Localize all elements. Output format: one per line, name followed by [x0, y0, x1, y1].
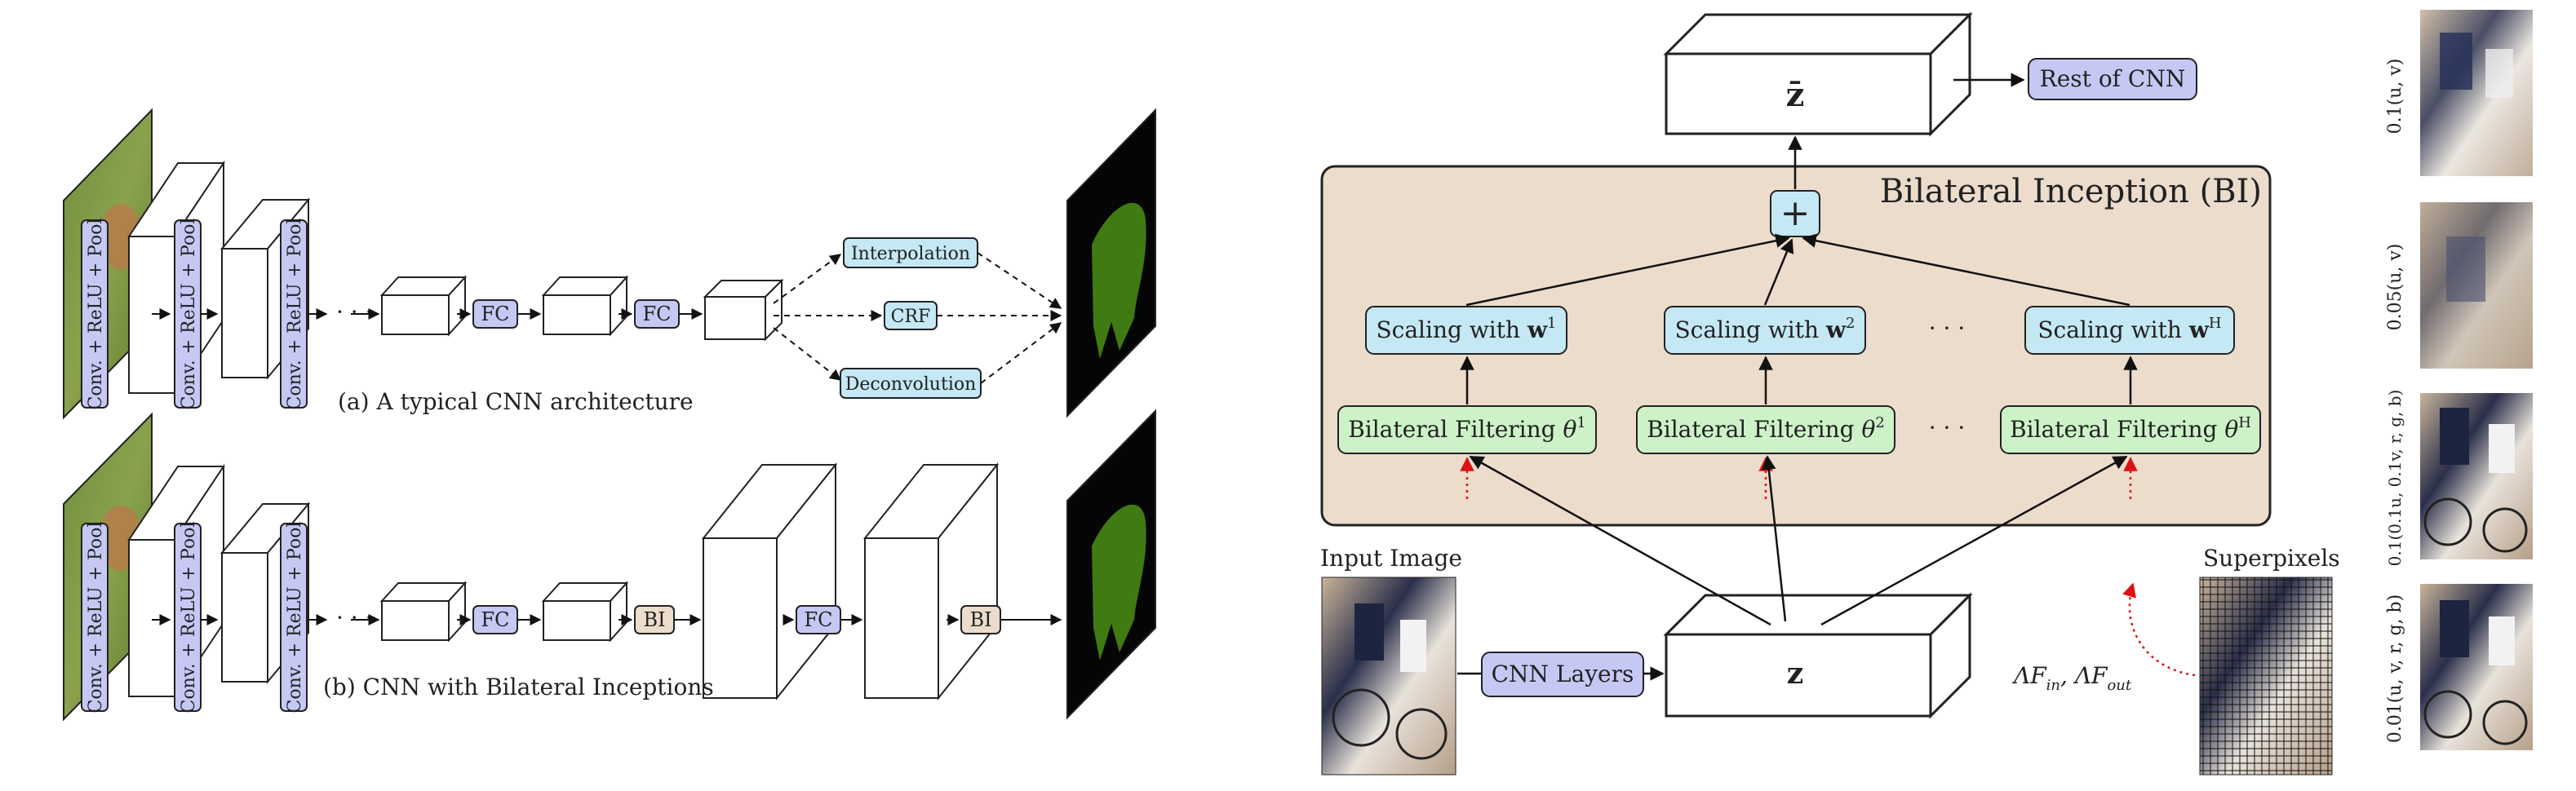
bi-block-b1	[701, 462, 838, 700]
panel-a: Conv. + ReLU + Pool Conv. + ReLU + Pool …	[63, 108, 1156, 420]
ellipsis-b: · · ·	[336, 604, 373, 631]
filter-box-1: Bilateral Filtering θ1	[1337, 405, 1597, 454]
input-image-cyclists	[1321, 577, 1456, 776]
z-label: z	[1787, 656, 1803, 691]
fc-label-a1: FC	[472, 299, 518, 329]
filter-box-h: Bilateral Filtering θH	[2000, 405, 2261, 454]
head-deconvolution: Deconvolution	[840, 368, 982, 399]
input-image-label: Input Image	[1320, 545, 1462, 572]
zbar-label: z̄	[1786, 76, 1805, 114]
panel-bilateral-inception: Bilateral Inception (BI) z̄ Rest of CNN …	[1320, 11, 2340, 776]
superpixels-label: Superpixels	[2203, 545, 2340, 572]
ellipsis-a: · · ·	[336, 298, 373, 325]
svg-text:FC: FC	[481, 303, 509, 325]
svg-text:Scaling with w2: Scaling with w2	[1675, 315, 1856, 343]
svg-text:CRF: CRF	[891, 307, 931, 327]
svg-text:Interpolation: Interpolation	[851, 244, 970, 264]
fc-label-a2: FC	[634, 299, 680, 329]
fc-cube-a2	[541, 275, 629, 337]
feature-label-1: 0.1(u, v)	[2385, 59, 2405, 135]
svg-text:+: +	[1780, 192, 1811, 234]
svg-text:BI: BI	[969, 608, 991, 631]
fc-cube-b2	[541, 581, 629, 643]
bi-block-b2	[862, 462, 1000, 700]
svg-text:Scaling with w1: Scaling with w1	[1377, 315, 1557, 343]
fc-label-b2: FC	[796, 605, 841, 634]
conv-label-b1: Conv. + ReLU + Pool	[81, 522, 109, 714]
svg-text:Deconvolution: Deconvolution	[845, 374, 977, 395]
caption-b: (b) CNN with Bilateral Inceptions	[323, 674, 714, 700]
conv-label-b3: Conv. + ReLU + Pool	[280, 522, 308, 714]
output-segmentation-b	[1066, 409, 1156, 720]
superpixels-image	[2199, 577, 2333, 776]
feature-image-1	[2420, 10, 2533, 176]
conv-label-a1: Conv. + ReLU + Pool	[81, 219, 109, 410]
panel-feature-spaces: 0.1(u, v) 0.05(u, v) 0.1(0.1u, 0.1v, r, …	[2385, 10, 2533, 750]
svg-text:Scaling with wH: Scaling with wH	[2037, 315, 2221, 343]
svg-text:Conv. + ReLU + Pool: Conv. + ReLU + Pool	[86, 219, 106, 410]
scaling-box-1: Scaling with w1	[1365, 306, 1567, 355]
svg-text:Conv. + ReLU + Pool: Conv. + ReLU + Pool	[285, 522, 305, 714]
fc-cube-a3	[703, 278, 784, 342]
svg-text:Conv. + ReLU + Pool: Conv. + ReLU + Pool	[179, 522, 199, 714]
filter-box-2: Bilateral Filtering θ2	[1636, 405, 1895, 454]
panel-b: Conv. + ReLU + Pool Conv. + ReLU + Pool …	[63, 409, 1156, 722]
feature-label-2: 0.05(u, v)	[2385, 244, 2405, 331]
caption-a: (a) A typical CNN architecture	[338, 388, 694, 415]
lambda-label: ΛFin, ΛFout	[2011, 662, 2132, 694]
sum-node: +	[1770, 190, 1820, 237]
head-crf: CRF	[884, 301, 938, 330]
fc-label-b1: FC	[472, 605, 518, 634]
feature-label-3: 0.1(0.1u, 0.1v, r, g, b)	[2385, 390, 2405, 567]
svg-text:Bilateral Filtering θ1: Bilateral Filtering θ1	[1348, 414, 1586, 443]
zbar-cube: z̄	[1663, 11, 1973, 137]
z-cube: z	[1663, 592, 1973, 719]
svg-text:BI: BI	[643, 608, 665, 631]
feature-image-3	[2420, 393, 2533, 559]
output-segmentation-a	[1066, 108, 1156, 418]
rest-of-cnn-box: Rest of CNN	[2028, 58, 2197, 100]
svg-text:Conv. + ReLU + Pool: Conv. + ReLU + Pool	[179, 219, 199, 410]
bi-label-b2: BI	[960, 605, 1001, 634]
svg-text:Bilateral Filtering θ2: Bilateral Filtering θ2	[1647, 414, 1885, 443]
bi-label-b1: BI	[634, 605, 675, 634]
ellipsis-scaling: · · ·	[1929, 315, 1966, 342]
fc-cube-b1	[379, 581, 468, 643]
conv-label-a3: Conv. + ReLU + Pool	[280, 219, 308, 410]
feature-image-4	[2420, 584, 2533, 750]
svg-text:FC: FC	[804, 608, 832, 631]
conv-label-a2: Conv. + ReLU + Pool	[174, 219, 202, 410]
svg-text:FC: FC	[481, 608, 509, 631]
bi-title: Bilateral Inception (BI)	[1880, 173, 2262, 210]
conv-label-b2: Conv. + ReLU + Pool	[174, 522, 202, 714]
fc-cube-a1	[379, 275, 468, 337]
svg-text:Rest of CNN: Rest of CNN	[2040, 65, 2186, 92]
scaling-box-2: Scaling with w2	[1664, 306, 1866, 355]
svg-text:Conv. + ReLU + Pool: Conv. + ReLU + Pool	[285, 219, 305, 410]
svg-text:CNN Layers: CNN Layers	[1492, 661, 1634, 687]
scaling-box-h: Scaling with wH	[2024, 306, 2235, 355]
head-interpolation: Interpolation	[843, 237, 978, 268]
svg-text:Conv. + ReLU + Pool: Conv. + ReLU + Pool	[86, 522, 106, 714]
svg-text:Bilateral Filtering θH: Bilateral Filtering θH	[2010, 414, 2251, 443]
cnn-layers-box: CNN Layers	[1481, 652, 1644, 697]
feature-image-2	[2420, 202, 2533, 369]
svg-text:FC: FC	[642, 303, 671, 325]
feature-label-4: 0.01(u, v, r, g, b)	[2385, 594, 2405, 743]
ellipsis-filter: · · ·	[1929, 414, 1966, 441]
